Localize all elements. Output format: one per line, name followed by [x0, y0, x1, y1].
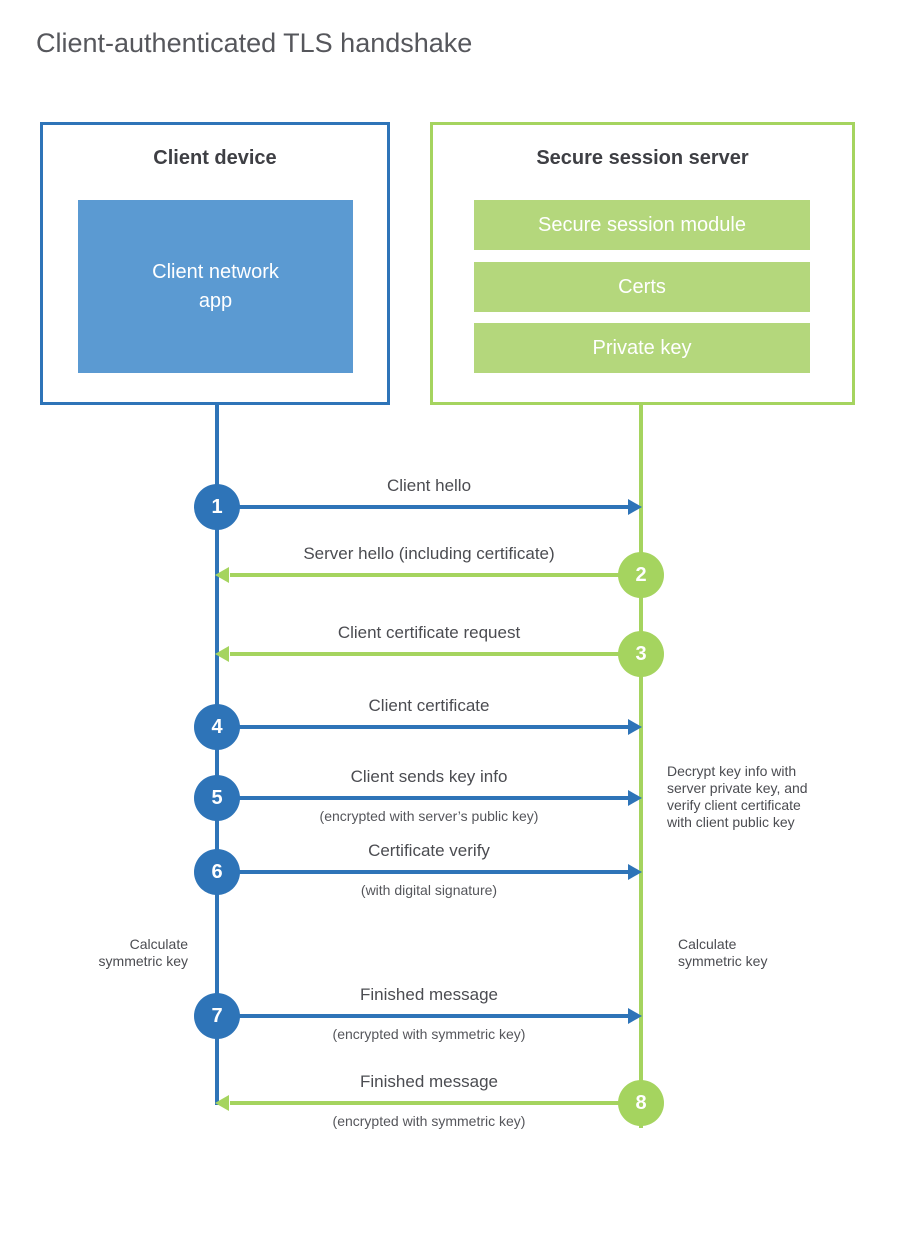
arrow-line — [217, 505, 628, 509]
arrowhead-right-icon — [628, 1008, 642, 1024]
message-label: Finished message — [360, 1072, 498, 1091]
server-module-private-key: Private key — [474, 323, 810, 373]
step-badge: 3 — [618, 631, 664, 677]
arrow-line — [230, 1101, 641, 1105]
message-label: Server hello (including certificate) — [303, 544, 555, 563]
arrow-line — [217, 870, 628, 874]
arrow-line — [230, 573, 641, 577]
client-device-box: Client device Client network app — [40, 122, 390, 405]
step-badge: 5 — [194, 775, 240, 821]
arrowhead-right-icon — [628, 864, 642, 880]
arrow-line — [217, 725, 628, 729]
arrow-line — [217, 796, 628, 800]
server-lifeline — [639, 405, 643, 1128]
message-sublabel: (encrypted with server’s public key) — [319, 808, 539, 824]
message-label: Certificate verify — [368, 841, 490, 860]
secure-session-server-box: Secure session server Secure session mod… — [430, 122, 855, 405]
arrow-line — [230, 652, 641, 656]
step-badge: 4 — [194, 704, 240, 750]
client-device-title: Client device — [153, 147, 277, 169]
arrow-line — [217, 1014, 628, 1018]
note-calculate-symmetric-key-server: Calculate symmetric key — [678, 936, 768, 970]
note-calculate-symmetric-key-client: Calculate symmetric key — [98, 936, 188, 970]
arrowhead-right-icon — [628, 499, 642, 515]
message-sublabel: (encrypted with symmetric key) — [332, 1026, 526, 1042]
note-decrypt-key-info: Decrypt key info with server private key… — [667, 763, 808, 831]
step-badge: 6 — [194, 849, 240, 895]
server-module-certs: Certs — [474, 262, 810, 312]
message-label: Finished message — [360, 985, 498, 1004]
client-lifeline — [215, 405, 219, 1105]
arrowhead-left-icon — [215, 567, 229, 583]
page-title: Client-authenticated TLS handshake — [36, 28, 473, 58]
message-label: Client certificate — [368, 696, 490, 715]
arrowhead-left-icon — [215, 646, 229, 662]
message-label: Client sends key info — [350, 767, 508, 786]
step-badge: 2 — [618, 552, 664, 598]
message-sublabel: (with digital signature) — [360, 882, 498, 898]
message-label: Client certificate request — [337, 623, 521, 642]
step-badge: 7 — [194, 993, 240, 1039]
arrowhead-right-icon — [628, 790, 642, 806]
server-module-secure-session-module: Secure session module — [474, 200, 810, 250]
secure-session-server-title: Secure session server — [536, 147, 749, 169]
message-label: Client hello — [386, 476, 472, 495]
arrowhead-left-icon — [215, 1095, 229, 1111]
step-badge: 1 — [194, 484, 240, 530]
client-network-app-label: Client network app — [152, 260, 279, 312]
message-sublabel: (encrypted with symmetric key) — [332, 1113, 526, 1129]
step-badge: 8 — [618, 1080, 664, 1126]
client-network-app-box: Client network app — [78, 200, 353, 373]
arrowhead-right-icon — [628, 719, 642, 735]
